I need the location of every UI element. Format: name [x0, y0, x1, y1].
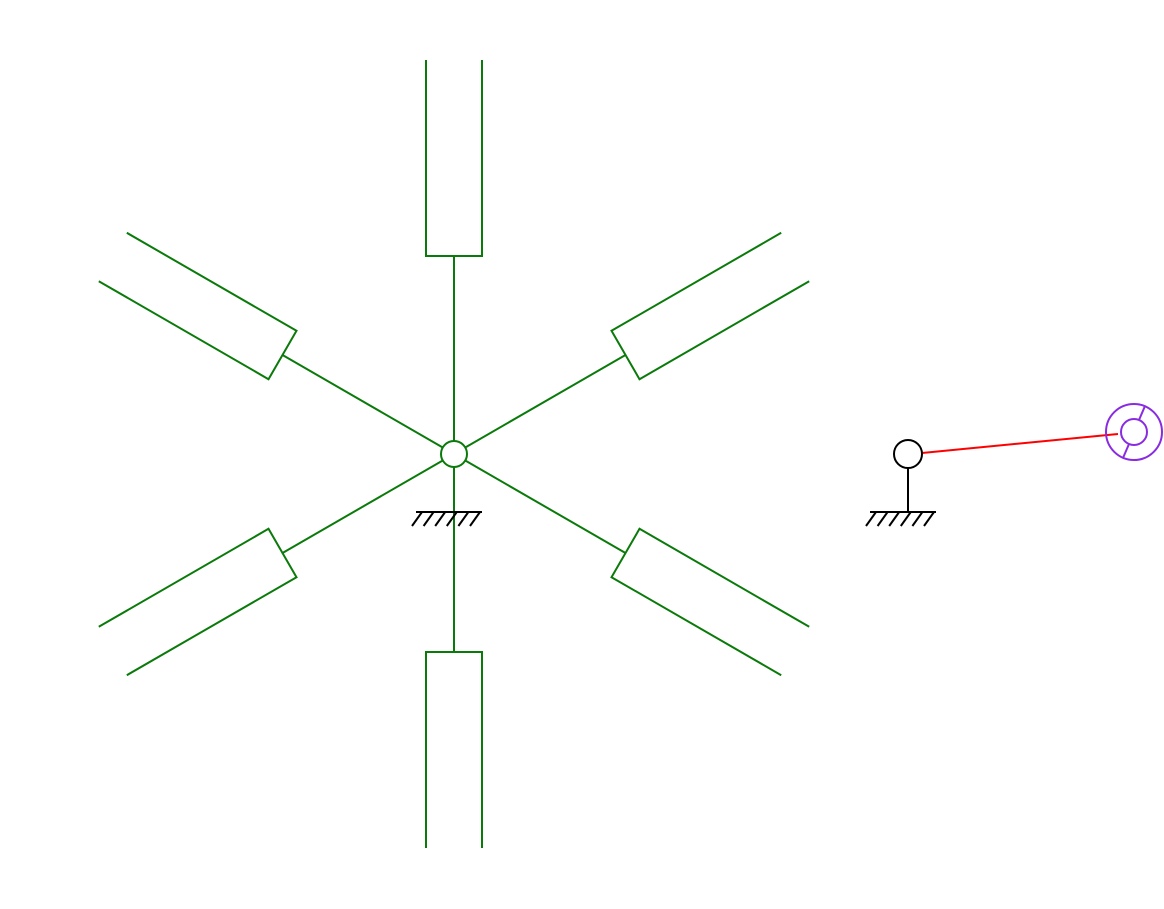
wheel-arm-spoke [464, 354, 626, 449]
wheel-ground-hatch [411, 511, 482, 527]
ground-hatch-mark [899, 511, 912, 527]
wheel-slot [425, 60, 483, 257]
wheel-slot [98, 527, 298, 677]
wheel-arm-6 [98, 231, 444, 449]
ground-hatch-mark [888, 511, 901, 527]
driver-ground-hatch [865, 511, 936, 527]
wheel-arm-spoke [464, 459, 626, 554]
geneva-wheel [98, 60, 810, 848]
wheel-arm-1 [425, 60, 483, 441]
crank-link [921, 433, 1119, 454]
wheel-arm-spoke [282, 459, 444, 554]
driver-pivot [893, 439, 923, 469]
pin-inner-ring [1120, 418, 1148, 446]
ground-hatch-mark [876, 511, 889, 527]
wheel-arm-2 [464, 231, 810, 449]
ground-hatch-mark [434, 511, 447, 527]
ground-hatch-mark [445, 511, 458, 527]
ground-hatch-mark [469, 511, 481, 527]
ground-hatch-mark [422, 511, 435, 527]
wheel-arm-3 [464, 459, 810, 677]
wheel-hub-pivot [440, 440, 468, 468]
wheel-slot [610, 527, 810, 677]
ground-hatch-mark [911, 511, 924, 527]
ground-hatch-mark [411, 511, 423, 527]
wheel-slot [98, 231, 298, 381]
wheel-slot [425, 651, 483, 848]
ground-hatch-mark [923, 511, 935, 527]
ground-hatch-mark [865, 511, 877, 527]
wheel-ground-support [411, 511, 482, 527]
ground-hatch-mark [457, 511, 470, 527]
pin-outer-ring [1105, 403, 1163, 461]
pin-roller [1105, 403, 1163, 461]
pin-marker-top [1138, 405, 1146, 421]
pin-marker-bottom [1122, 443, 1130, 459]
driver-crank-assembly [865, 403, 1163, 527]
wheel-slot [610, 231, 810, 381]
wheel-arm-4 [425, 467, 483, 848]
wheel-arm-spoke [282, 354, 444, 449]
wheel-arm-5 [98, 459, 444, 677]
